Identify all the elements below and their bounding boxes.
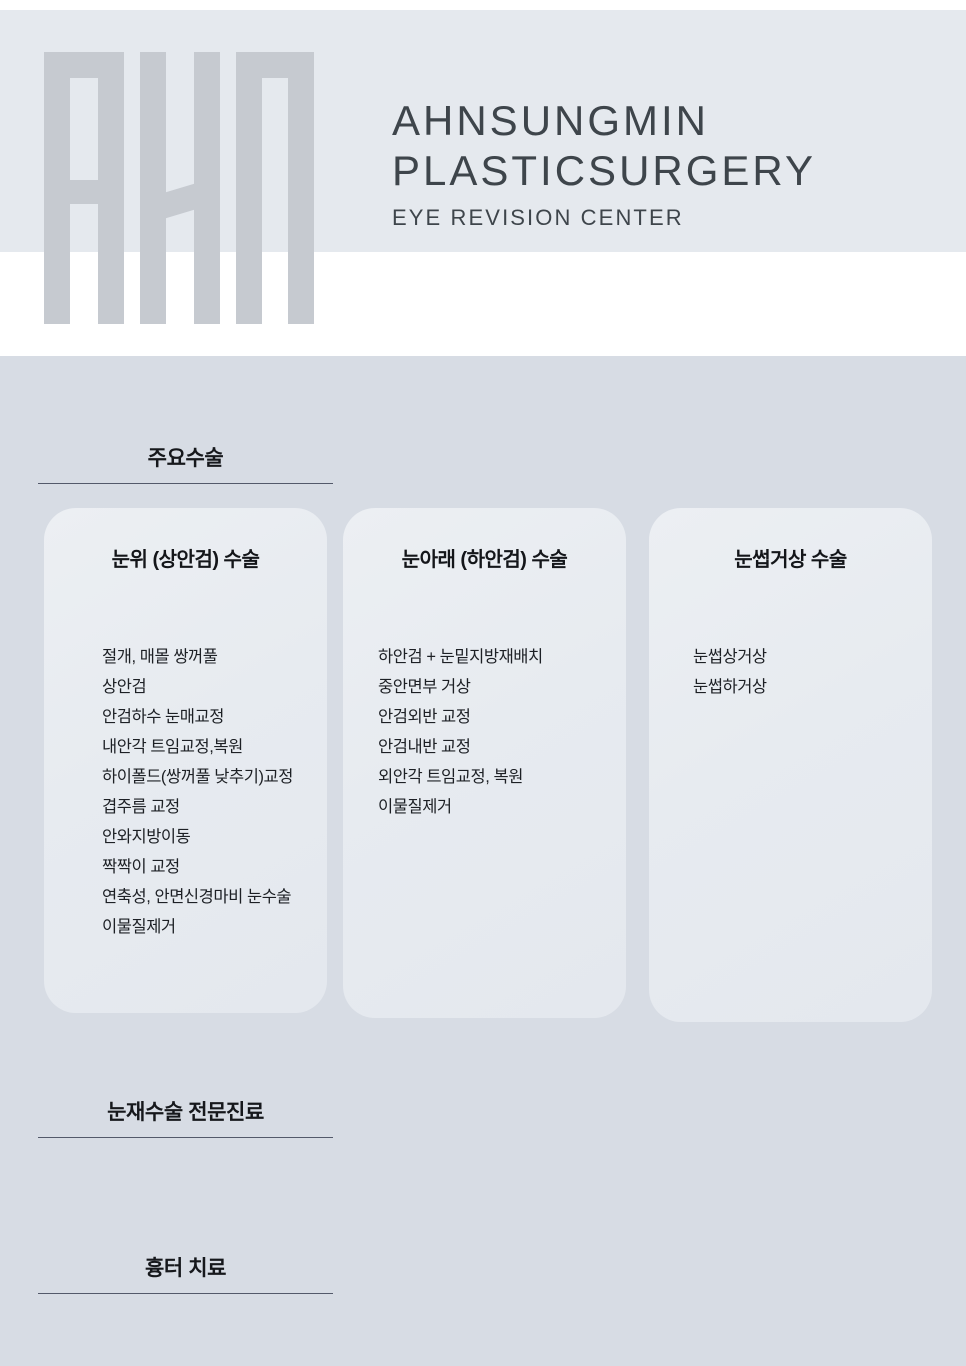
list-item: 이물질제거 [102,918,176,936]
list-item: 이물질제거 [378,798,452,816]
list-item: 안검외반 교정 [378,708,471,726]
card-upper-eyelid[interactable]: 눈위 (상안검) 수술 절개, 매몰 쌍꺼풀 상안검 안검하수 눈매교정 내안각… [44,508,327,1013]
brand-line-2: PLASTICSURGERY [392,146,816,194]
card-title-upper-eyelid: 눈위 (상안검) 수술 [111,549,260,571]
brand-line-3: EYE REVISION CENTER [392,205,684,231]
section-heading-eye-revision: 눈재수술 전문진료 [38,1100,333,1139]
brand-line-1: AHNSUNGMIN [392,97,710,144]
card-list-brow-lift: 눈썹상거상 눈썹하거상 [693,642,767,702]
section-title-eye-revision: 눈재수술 전문진료 [107,1101,264,1124]
list-item: 눈썹상거상 [693,648,767,666]
list-item: 눈썹하거상 [693,678,767,696]
list-item: 안와지방이동 [102,828,191,846]
card-title-brow-lift: 눈썹거상 수술 [734,549,847,571]
list-item: 안검내반 교정 [378,738,471,756]
list-item: 상안검 [102,678,147,696]
section-divider [38,1137,333,1139]
section-heading-main-surgery: 주요수술 [38,446,333,485]
card-list-lower-eyelid: 하안검 + 눈밑지방재배치 중안면부 거상 안검외반 교정 안검내반 교정 외안… [378,642,543,822]
list-item: 중안면부 거상 [378,678,471,696]
list-item: 하안검 + 눈밑지방재배치 [378,648,543,666]
card-list-upper-eyelid: 절개, 매몰 쌍꺼풀 상안검 안검하수 눈매교정 내안각 트임교정,복원 하이폴… [102,642,293,942]
ahn-logo-icon [44,52,314,324]
list-item: 연축성, 안면신경마비 눈수술 [102,888,292,906]
list-item: 하이폴드(쌍꺼풀 낮추기)교정 [102,768,293,786]
list-item: 외안각 트임교정, 복원 [378,768,523,786]
card-title-lower-eyelid: 눈아래 (하안검) 수술 [401,549,568,571]
list-item: 짝짝이 교정 [102,858,180,876]
list-item: 겹주름 교정 [102,798,180,816]
section-divider [38,1293,333,1295]
list-item: 절개, 매몰 쌍꺼풀 [102,648,218,666]
section-title-scar-treatment: 흉터 치료 [144,1257,227,1280]
section-title-main-surgery: 주요수술 [147,447,224,470]
list-item: 안검하수 눈매교정 [102,708,224,726]
section-heading-scar-treatment: 흉터 치료 [38,1256,333,1295]
card-lower-eyelid[interactable]: 눈아래 (하안검) 수술 하안검 + 눈밑지방재배치 중안면부 거상 안검외반 … [343,508,626,1018]
list-item: 내안각 트임교정,복원 [102,738,243,756]
brand-block: AHNSUNGMIN PLASTICSURGERY EYE REVISION C… [392,96,892,231]
card-brow-lift[interactable]: 눈썹거상 수술 눈썹상거상 눈썹하거상 [649,508,932,1022]
section-divider [38,483,333,485]
